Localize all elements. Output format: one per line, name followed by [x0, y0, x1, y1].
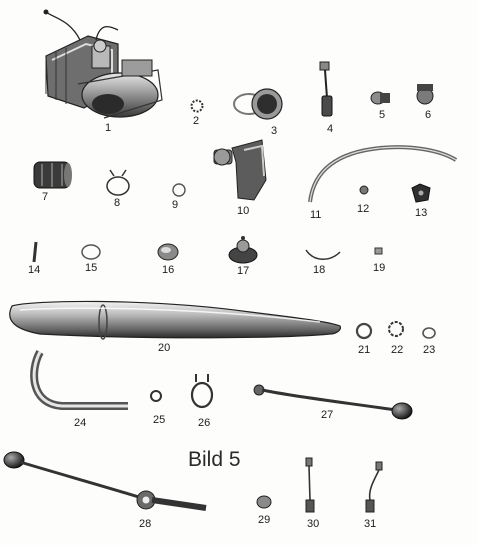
part-13-block [411, 183, 431, 203]
part-29-plug [256, 495, 272, 509]
part-2-star-washer [190, 99, 204, 113]
part-1-engine [43, 9, 163, 119]
part-label-3: 3 [271, 125, 278, 137]
part-label-18: 18 [313, 264, 326, 276]
part-10-lever-housing [213, 139, 267, 201]
part-label-4: 4 [327, 123, 334, 135]
part-label-13: 13 [415, 207, 428, 219]
part-label-29: 29 [258, 514, 271, 526]
part-20-muffler [9, 300, 341, 340]
part-label-10: 10 [237, 205, 250, 217]
part-21-ring [355, 322, 373, 340]
part-18-spring [305, 249, 341, 260]
part-label-24: 24 [74, 417, 87, 429]
part-label-17: 17 [237, 265, 250, 277]
part-label-20: 20 [158, 342, 171, 354]
part-label-25: 25 [153, 414, 166, 426]
part-label-21: 21 [358, 344, 371, 356]
part-label-6: 6 [425, 109, 432, 121]
part-25-clip [150, 390, 162, 402]
part-label-8: 8 [114, 197, 121, 209]
part-27-kick-lever [253, 384, 413, 420]
part-label-26: 26 [198, 417, 211, 429]
part-19-small-cap [374, 247, 383, 255]
part-7-cylinder-nut [33, 161, 72, 189]
part-label-12: 12 [357, 203, 370, 215]
part-17-knob [228, 236, 258, 264]
part-31-cable [365, 461, 383, 513]
part-26-clamp [190, 374, 214, 409]
part-23-ring [422, 327, 436, 339]
part-label-1: 1 [105, 122, 112, 134]
part-8-wire-ring [106, 169, 130, 196]
part-12-nipple [359, 185, 369, 195]
part-label-9: 9 [172, 199, 179, 211]
part-label-19: 19 [373, 262, 386, 274]
part-label-22: 22 [391, 344, 404, 356]
part-3-cap-with-ring [233, 88, 283, 120]
part-9-small-ring [172, 183, 186, 197]
part-22-lock-washer [388, 321, 404, 337]
part-label-2: 2 [193, 115, 200, 127]
part-15-ring [81, 244, 101, 260]
part-label-15: 15 [85, 262, 98, 274]
part-label-14: 14 [28, 264, 41, 276]
part-28-pedal-lever [3, 451, 207, 511]
part-label-11: 11 [310, 209, 322, 221]
figure-caption: Bild 5 [188, 448, 241, 471]
part-16-cap [157, 243, 179, 261]
part-11-bowden-cable [308, 145, 458, 203]
part-label-16: 16 [162, 264, 175, 276]
part-label-27: 27 [321, 409, 334, 421]
part-label-5: 5 [379, 109, 386, 121]
part-30-cable [305, 457, 315, 513]
part-24-bent-pipe [30, 350, 128, 410]
part-5-clip [370, 91, 390, 105]
part-4-cable-connector [319, 61, 333, 117]
part-label-31: 31 [364, 518, 377, 530]
part-label-7: 7 [42, 191, 49, 203]
part-6-clamp [416, 84, 434, 105]
part-label-30: 30 [307, 518, 320, 530]
part-label-28: 28 [139, 518, 152, 530]
part-14-pin [32, 241, 38, 263]
part-label-23: 23 [423, 344, 436, 356]
